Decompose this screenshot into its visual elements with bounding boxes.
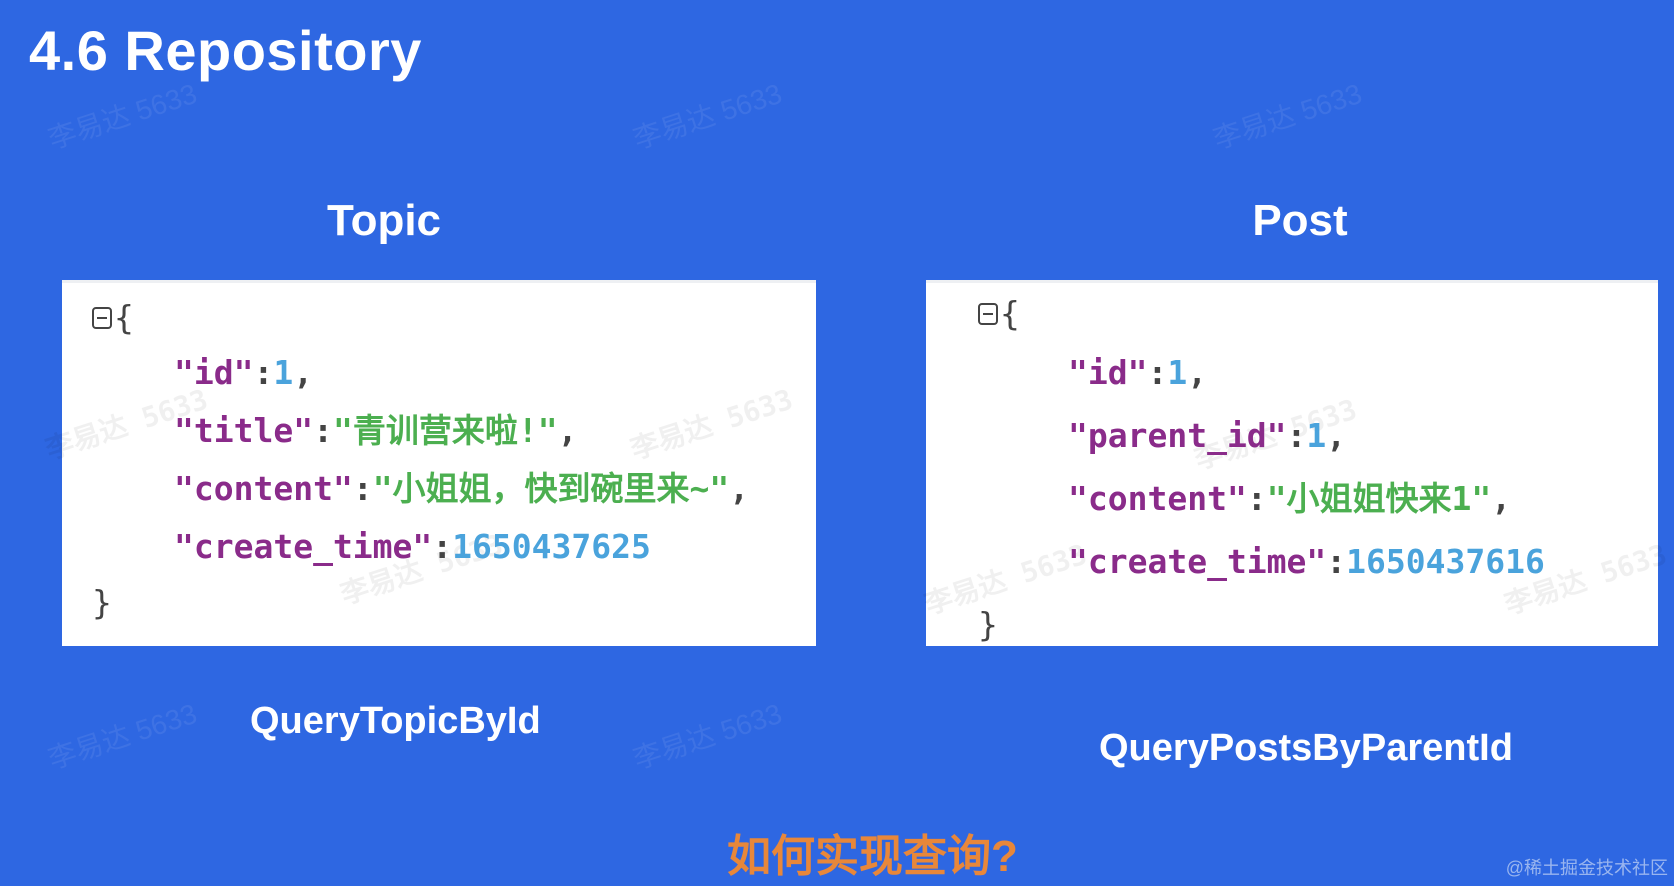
field-key: "id" <box>174 353 254 392</box>
field-key: "create_time" <box>174 527 433 566</box>
field-value: "青训营来啦!" <box>332 411 558 450</box>
watermark: 李易达 5633 <box>1209 77 1366 155</box>
credit-watermark: @稀土掘金技术社区 <box>1505 858 1668 878</box>
json-field-content: "content":"小姐姐，快到碗里来~", <box>174 472 749 505</box>
field-value: "小姐姐快来1" <box>1266 479 1492 518</box>
json-field-id: "id":1, <box>1068 356 1207 389</box>
field-key: "id" <box>1068 353 1148 392</box>
field-key: "content" <box>1068 479 1247 518</box>
watermark: 李易达 5633 <box>626 382 797 467</box>
watermark: 李易达 5633 <box>44 697 201 775</box>
colon: : <box>432 527 453 566</box>
colon: : <box>1246 479 1267 518</box>
post-heading: Post <box>1252 196 1348 245</box>
topic-heading: Topic <box>326 196 442 245</box>
close-brace: } <box>92 583 112 622</box>
colon: : <box>1286 416 1307 455</box>
json-close: } <box>92 586 112 619</box>
json-open: { <box>92 301 134 334</box>
topic-function-name: QueryTopicById <box>250 700 541 742</box>
json-field-content: "content":"小姐姐快来1", <box>1068 482 1511 515</box>
colon: : <box>1326 542 1347 581</box>
post-json-panel: 李易达 5633 李易达 5633 李易达 5633 { "id":1, "pa… <box>920 280 1671 646</box>
slide-title: 4.6 Repository <box>29 19 422 82</box>
close-brace: } <box>978 605 998 644</box>
colon: : <box>253 353 274 392</box>
watermark: 李易达 5633 <box>629 77 786 155</box>
field-value: 1 <box>273 353 294 392</box>
json-field-id: "id":1, <box>174 356 313 389</box>
json-field-create-time: "create_time":1650437616 <box>1068 545 1545 578</box>
question-text: 如何实现查询? <box>727 832 1018 881</box>
field-value: 1 <box>1306 416 1327 455</box>
field-value: 1 <box>1167 353 1188 392</box>
collapse-icon[interactable] <box>978 302 998 325</box>
field-key: "title" <box>174 411 314 450</box>
json-field-create-time: "create_time":1650437625 <box>174 530 651 563</box>
json-field-title: "title":"青训营来啦!", <box>174 414 577 447</box>
comma: , <box>1491 479 1512 518</box>
open-brace: { <box>114 298 134 337</box>
field-key: "create_time" <box>1068 542 1327 581</box>
post-function-name: QueryPostsByParentId <box>1099 727 1513 769</box>
json-close: } <box>978 608 998 641</box>
json-open: { <box>978 297 1020 330</box>
open-brace: { <box>1000 294 1020 333</box>
comma: , <box>1187 353 1208 392</box>
field-value: "小姐姐，快到碗里来~" <box>372 469 730 508</box>
json-field-parent-id: "parent_id":1, <box>1068 419 1346 452</box>
topic-json-panel: 李易达 5633 李易达 5633 李易达 5633 { "id":1, "ti… <box>41 280 816 646</box>
colon: : <box>1147 353 1168 392</box>
field-key: "parent_id" <box>1068 416 1287 455</box>
watermark: 李易达 5633 <box>629 697 786 775</box>
watermark: 李易达 5633 <box>44 77 201 155</box>
colon: : <box>352 469 373 508</box>
comma: , <box>729 469 750 508</box>
comma: , <box>293 353 314 392</box>
colon: : <box>313 411 333 450</box>
comma: , <box>1326 416 1347 455</box>
watermark: 李易达 5633 <box>920 537 1091 622</box>
collapse-icon[interactable] <box>92 306 112 329</box>
comma: , <box>557 411 578 450</box>
field-key: "content" <box>174 469 353 508</box>
field-value: 1650437625 <box>452 527 651 566</box>
field-value: 1650437616 <box>1346 542 1545 581</box>
